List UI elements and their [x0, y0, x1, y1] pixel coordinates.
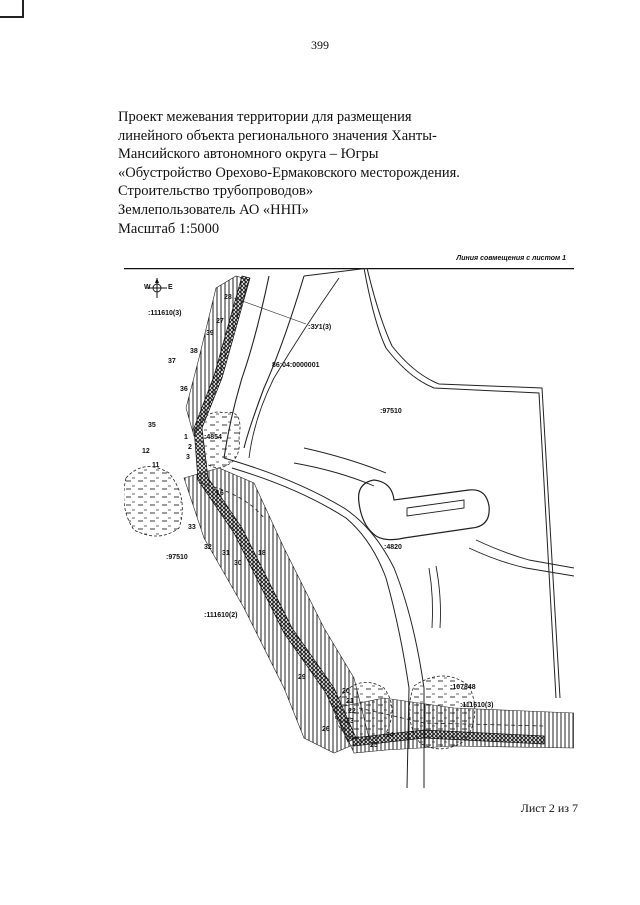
road-east: [468, 539, 574, 577]
road-edge-2: [243, 275, 305, 449]
point-number: 16: [216, 490, 224, 497]
title-line-2: линейного объекта регионального значения…: [118, 127, 437, 144]
point-number: 28: [224, 294, 232, 301]
parcel-label: :4854: [204, 434, 222, 441]
parcel-label: :4820: [384, 544, 402, 551]
point-number: 31: [222, 550, 230, 557]
title-line-5: Строительство трубопроводов»: [118, 183, 314, 200]
point-number: 30: [234, 560, 242, 567]
point-number: 35: [148, 422, 156, 429]
title-line-1: Проект межевания территории для размещен…: [118, 109, 412, 125]
parcel-label: :111610(3): [460, 702, 494, 709]
parcel-label: :111610(2): [204, 612, 238, 619]
point-number: 23: [346, 718, 354, 725]
point-number: 25: [370, 742, 378, 749]
marsh-area-3: [334, 681, 393, 741]
point-number: 12: [142, 448, 150, 455]
title-line-4: «Обустройство Орехово-Ермаковского место…: [118, 164, 460, 181]
parcel-label: :97510: [380, 408, 402, 415]
compass-west-label: W: [144, 284, 151, 291]
point-number: 21: [346, 698, 354, 705]
parcel-label: :107848: [450, 684, 476, 691]
parcel-label: :97510: [166, 554, 188, 561]
marsh-area-2: [124, 466, 183, 537]
point-number: 38: [190, 348, 198, 355]
parcel-boundary-97510: [303, 268, 557, 699]
cadastral-map: Линия совмещения с листом 1: [124, 255, 574, 798]
point-number: 39: [206, 330, 214, 337]
scale-line: Масштаб 1:5000: [118, 220, 220, 237]
page-number: 399: [311, 38, 329, 52]
map-drawing: [124, 268, 574, 789]
point-number: 32: [204, 544, 212, 551]
point-number: 20: [342, 688, 350, 695]
parcel-label: :111610(3): [148, 310, 182, 317]
point-number: 11: [152, 462, 160, 469]
road-south-2: [231, 467, 410, 689]
point-number: 22: [348, 708, 356, 715]
land-user-line: Землепользователь АО «ННП»: [118, 201, 309, 218]
title-line-3: Мансийского автономного округа – Югры: [118, 146, 379, 163]
cadastral-block-label: 86:04:0000001: [272, 362, 320, 369]
point-number: 37: [168, 358, 176, 365]
point-number: 24: [386, 732, 394, 739]
point-number: 29: [298, 674, 306, 681]
sheet-number-label: Лист 2 из 7: [520, 801, 578, 815]
point-number: 36: [180, 386, 188, 393]
well-pad-outline: [357, 479, 490, 541]
corner-crop-mark: [0, 0, 24, 18]
marsh-area-1: [195, 411, 241, 469]
point-number: 1: [184, 434, 188, 441]
point-number: 2: [188, 444, 192, 451]
point-number: 27: [216, 318, 224, 325]
point-number: 18: [258, 550, 266, 557]
title-block: Проект межевания территории для размещен…: [118, 108, 558, 238]
point-number: 3: [186, 454, 190, 461]
parcel-boundary-86-04: [248, 277, 340, 459]
point-number: 26: [322, 726, 330, 733]
parcel-label: :ЗУ1(3): [308, 324, 332, 331]
junction-line-caption: Линия совмещения с листом 1: [456, 255, 566, 262]
parcel-boundary-97510-outer: [366, 268, 561, 699]
compass-icon: [147, 278, 167, 298]
marsh-area-4: [408, 675, 476, 750]
road-south-1: [223, 457, 425, 689]
compass-east-label: E: [168, 284, 173, 291]
point-number: 33: [188, 524, 196, 531]
